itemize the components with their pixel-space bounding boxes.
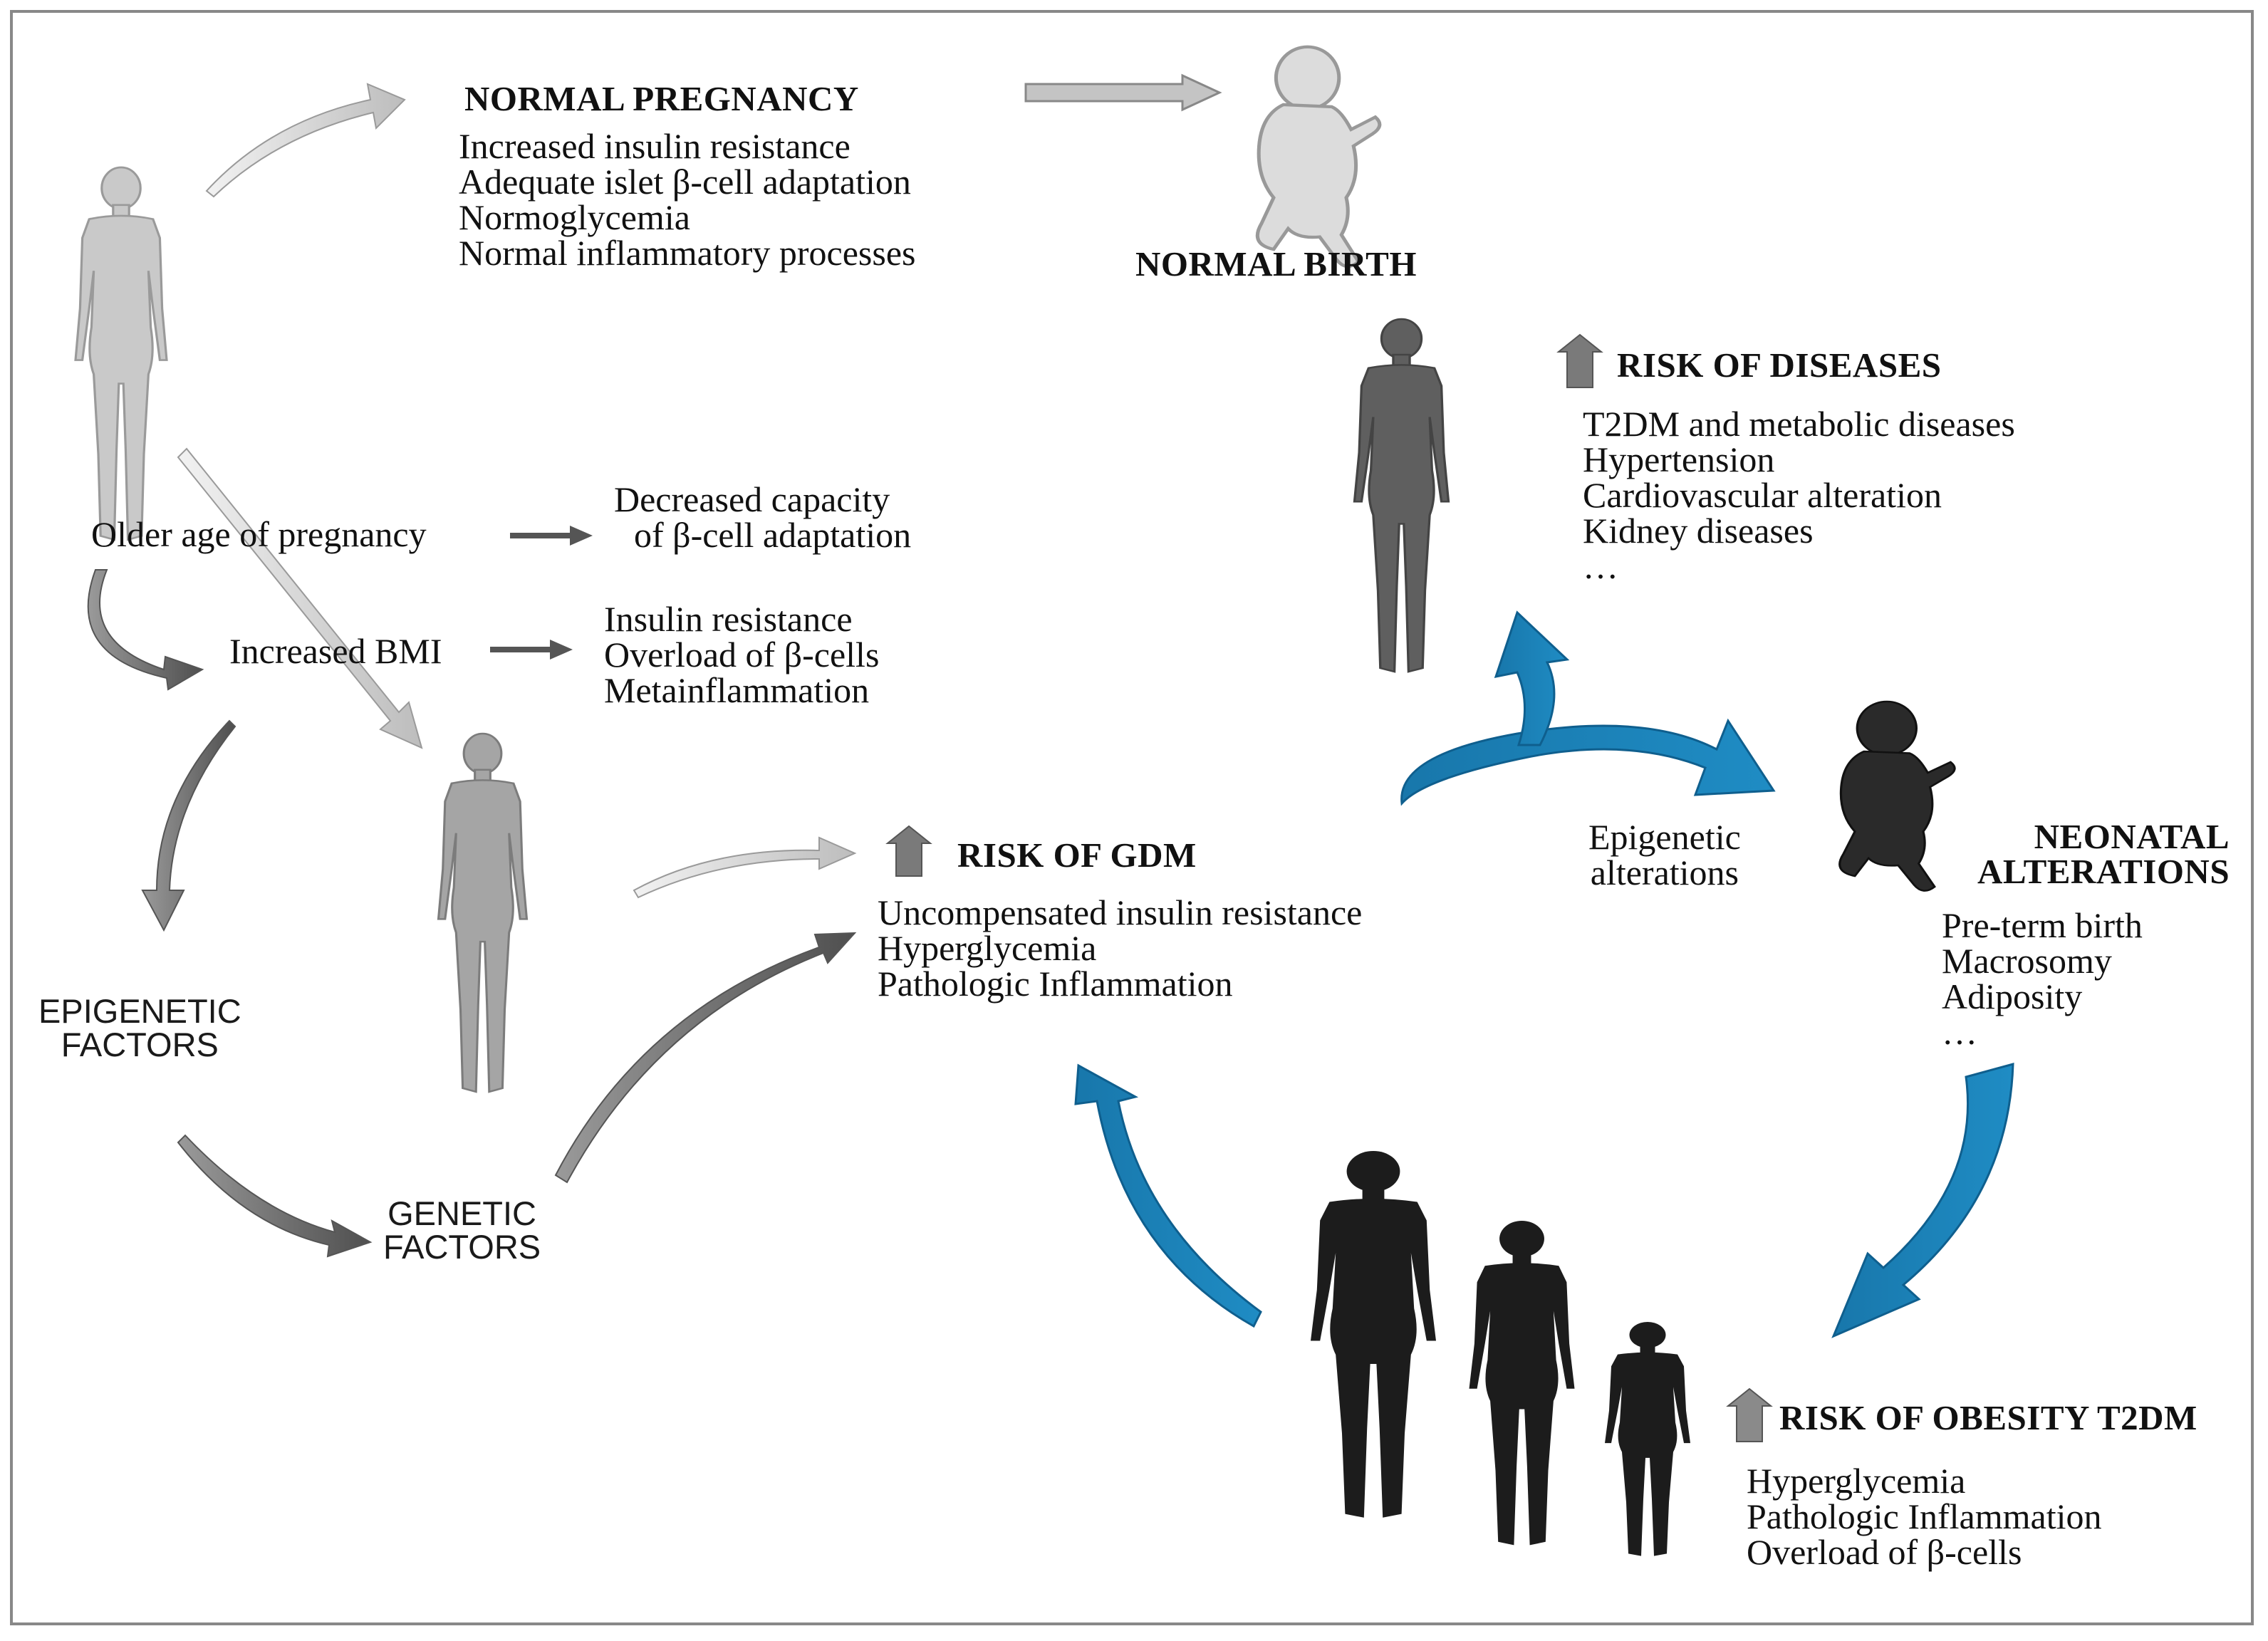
baby-figure-normal bbox=[1257, 47, 1380, 266]
neonatal-item: Macrosomy bbox=[1942, 941, 2112, 981]
arrow-to-epigenetic-factors bbox=[141, 719, 236, 932]
genetic-factors-line: FACTORS bbox=[383, 1228, 541, 1266]
increased-bmi-result-line: Metainflammation bbox=[604, 670, 870, 710]
risk-gdm-title: RISK OF GDM bbox=[957, 835, 1197, 875]
risk-obesity-list: Hyperglycemia Pathologic Inflammation Ov… bbox=[1747, 1463, 2102, 1570]
neonatal-list: Pre-term birth Macrosomy Adiposity … bbox=[1942, 907, 2143, 1050]
arrow-bmi-result bbox=[490, 640, 573, 660]
risk-diseases-list: T2DM and metabolic diseases Hypertension… bbox=[1583, 406, 2015, 584]
epigenetic-factors-line: EPIGENETIC bbox=[38, 992, 241, 1030]
diagram-frame bbox=[10, 10, 2254, 1625]
woman-figure-dark bbox=[1353, 318, 1450, 673]
normal-pregnancy-item: Normal inflammatory processes bbox=[459, 233, 916, 273]
adult-figure-medium bbox=[1469, 1221, 1575, 1546]
risk-diseases-item: Cardiovascular alteration bbox=[1583, 475, 1942, 515]
neonatal-item: … bbox=[1942, 1012, 1977, 1052]
neonatal-item: Pre-term birth bbox=[1942, 905, 2143, 945]
risk-obesity-item: Overload of β-cells bbox=[1747, 1532, 2022, 1572]
blue-arrow-neonatal-to-obesity bbox=[1831, 1063, 2014, 1338]
arrow-to-normal-birth bbox=[1024, 73, 1222, 112]
epigenetic-alterations-line: Epigenetic bbox=[1588, 817, 1741, 857]
neonatal-title-line: NEONATAL bbox=[2034, 817, 2230, 856]
normal-pregnancy-item: Adequate islet β-cell adaptation bbox=[459, 162, 911, 202]
risk-gdm-item: Uncompensated insulin resistance bbox=[878, 892, 1363, 932]
arrow-older-age-to-bmi bbox=[87, 569, 204, 691]
epigenetic-factors-label: EPIGENETIC FACTORS bbox=[38, 994, 241, 1061]
adult-figure-large bbox=[1311, 1151, 1436, 1518]
increased-bmi-result: Insulin resistance Overload of β-cells M… bbox=[604, 601, 879, 708]
risk-obesity-item: Hyperglycemia bbox=[1747, 1461, 1966, 1501]
arrow-mid-woman-to-gdm bbox=[633, 836, 857, 899]
normal-pregnancy-list: Increased insulin resistance Adequate is… bbox=[459, 128, 915, 271]
risk-obesity-item: Pathologic Inflammation bbox=[1747, 1496, 2102, 1536]
epigenetic-alterations-line: alterations bbox=[1590, 853, 1739, 892]
epigenetic-alterations-label: Epigenetic alterations bbox=[1588, 819, 1741, 890]
risk-gdm-item: Hyperglycemia bbox=[878, 928, 1097, 968]
increased-bmi-result-line: Insulin resistance bbox=[604, 599, 853, 639]
arrow-to-normal-pregnancy bbox=[205, 83, 406, 198]
older-age-label: Older age of pregnancy bbox=[91, 514, 427, 554]
blue-arrow-to-diseases bbox=[1494, 610, 1570, 746]
normal-pregnancy-item: Normoglycemia bbox=[459, 197, 690, 237]
older-age-result-line: Decreased capacity bbox=[614, 479, 890, 519]
older-age-result-line: of β-cell adaptation bbox=[634, 515, 912, 555]
increased-bmi-result-line: Overload of β-cells bbox=[604, 635, 880, 674]
child-figure bbox=[1605, 1322, 1690, 1556]
risk-gdm-list: Uncompensated insulin resistance Hypergl… bbox=[878, 895, 1362, 1001]
blue-arrow-gdm-to-neonatal bbox=[1400, 718, 1776, 806]
woman-figure-light bbox=[74, 166, 168, 541]
arrow-to-mid-woman bbox=[177, 447, 423, 749]
up-arrow-icon-obesity bbox=[1726, 1387, 1773, 1442]
neonatal-item: Adiposity bbox=[1942, 976, 2083, 1016]
baby-figure-neonatal bbox=[1838, 700, 1956, 892]
normal-birth-title: NORMAL BIRTH bbox=[1135, 244, 1417, 283]
epigenetic-factors-line: FACTORS bbox=[61, 1026, 219, 1063]
up-arrow-icon-diseases bbox=[1556, 333, 1603, 388]
risk-diseases-title: RISK OF DISEASES bbox=[1617, 345, 1942, 385]
neonatal-title: NEONATAL ALTERATIONS bbox=[1977, 819, 2230, 889]
arrow-to-genetic-factors bbox=[177, 1134, 373, 1258]
neonatal-title-line: ALTERATIONS bbox=[1977, 852, 2230, 891]
up-arrow-icon-gdm bbox=[885, 825, 932, 877]
risk-diseases-item: … bbox=[1583, 546, 1618, 586]
increased-bmi-label: Increased BMI bbox=[229, 631, 442, 671]
risk-diseases-item: Kidney diseases bbox=[1583, 511, 1814, 551]
normal-pregnancy-title: NORMAL PREGNANCY bbox=[464, 79, 859, 118]
genetic-factors-line: GENETIC bbox=[387, 1194, 537, 1232]
family-figures bbox=[1311, 1151, 1690, 1556]
normal-pregnancy-item: Increased insulin resistance bbox=[459, 126, 850, 166]
risk-obesity-title: RISK OF OBESITY T2DM bbox=[1779, 1398, 2197, 1437]
risk-diseases-item: Hypertension bbox=[1583, 439, 1775, 479]
blue-arrow-obesity-to-gdm bbox=[1074, 1063, 1262, 1328]
risk-gdm-item: Pathologic Inflammation bbox=[878, 964, 1233, 1004]
genetic-factors-label: GENETIC FACTORS bbox=[383, 1197, 541, 1264]
arrow-genetic-to-gdm bbox=[554, 932, 857, 1184]
risk-diseases-item: T2DM and metabolic diseases bbox=[1583, 404, 2015, 444]
woman-figure-mid bbox=[437, 732, 529, 1093]
older-age-result: Decreased capacity of β-cell adaptation bbox=[614, 481, 911, 553]
arrow-older-age-result bbox=[510, 526, 593, 546]
